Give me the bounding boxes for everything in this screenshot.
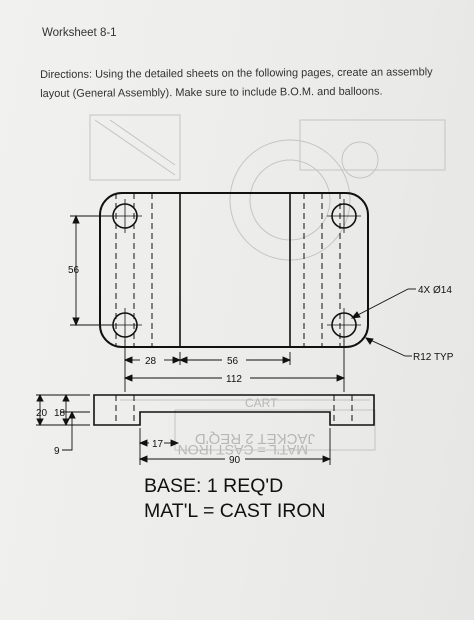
dim-90-label: 90: [229, 455, 241, 466]
top-view: [99, 192, 369, 348]
dim-widths: [123, 340, 346, 392]
dim-heights-front: [36, 393, 90, 451]
worksheet-title: Worksheet 8-1: [42, 27, 117, 39]
bleed-text-3: CART: [245, 396, 278, 410]
part-quantity-caption: BASE: 1 REQ'D: [144, 475, 284, 497]
dim-20-label: 20: [36, 408, 48, 419]
bleed-text-1: JACKET 2 REQ'D: [195, 430, 315, 447]
dim-17-label: 17: [152, 439, 164, 450]
bleed-text-2: MAT'L = CAST IRON: [178, 442, 308, 458]
dim-112-label: 112: [226, 374, 242, 385]
hidden-lines-front: [115, 395, 353, 425]
dim-28-label: 28: [145, 356, 157, 367]
callout-leaders: [350, 288, 416, 357]
dim-18-label: 18: [54, 408, 66, 419]
dim-9-label: 9: [54, 446, 60, 457]
hidden-lines-top: [115, 193, 341, 347]
center-marks: [108, 199, 361, 342]
dim-56-horizontal-label: 56: [227, 356, 239, 367]
base-outline: [99, 192, 369, 348]
dim-height-56: [70, 214, 112, 327]
front-view-outline: [93, 394, 375, 426]
dim-front-widths: [138, 428, 332, 465]
dim-56-vertical-label: 56: [68, 265, 80, 276]
part-material-caption: MAT'L = CAST IRON: [144, 500, 326, 522]
front-view: [93, 394, 375, 426]
hole-callout-label: 4X Ø14: [418, 285, 452, 296]
radius-callout-label: R12 TYP: [413, 352, 454, 363]
